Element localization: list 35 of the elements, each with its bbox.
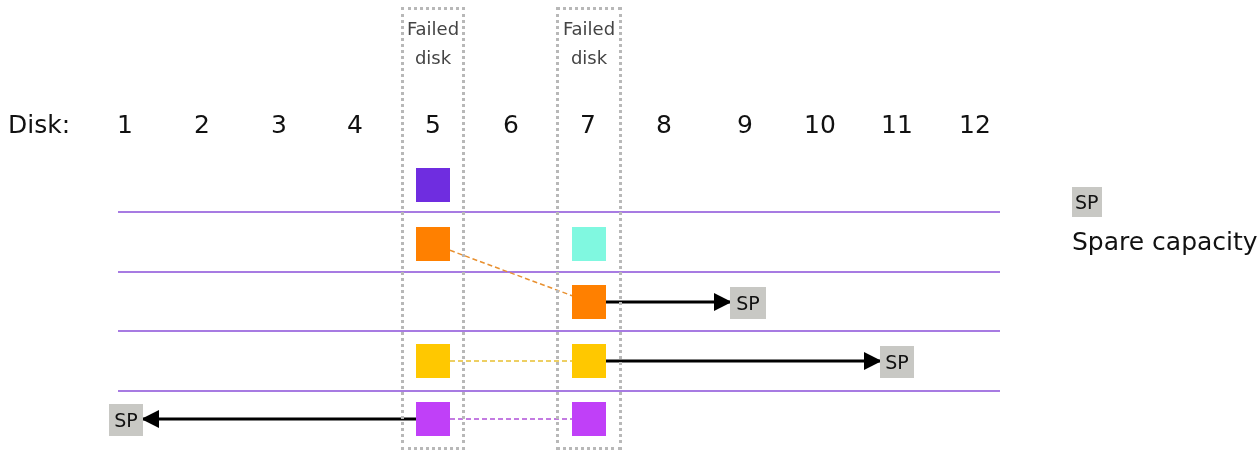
disk-number: 5 [425,110,441,140]
disk-number: 6 [503,110,519,140]
disk-block [572,402,606,436]
disk-number: 7 [580,110,596,140]
axis-label: Disk: [8,110,71,140]
disk-number: 3 [271,110,287,140]
arrow [606,293,732,311]
disk-block [416,402,450,436]
disk-block [416,227,450,261]
disk-block [416,168,450,202]
column-title: Failed disk [405,17,461,70]
dashed-link [449,249,573,297]
disk-number: 2 [194,110,210,140]
disk-block [572,227,606,261]
dashed-link [449,418,573,420]
spare-block: SP [109,404,143,436]
failed-disk-column [556,7,622,450]
disk-number: 10 [804,110,836,140]
spare-block: SP [880,346,914,378]
spare-block: SP [730,287,766,319]
disk-block [416,344,450,378]
disk-number: 9 [737,110,753,140]
spare-key-block: SP [1072,187,1102,217]
disk-number: 4 [347,110,363,140]
disk-number: 12 [959,110,991,140]
disk-block [572,285,606,319]
disk-number: 11 [881,110,913,140]
failed-disk-column [401,7,465,450]
disk-number: 1 [117,110,133,140]
disk-block [572,344,606,378]
disk-number: 8 [656,110,672,140]
dashed-link [449,360,573,362]
description-text: Spare capacity [1072,227,1258,257]
column-title: Failed disk [561,17,617,70]
arrow [606,352,882,370]
